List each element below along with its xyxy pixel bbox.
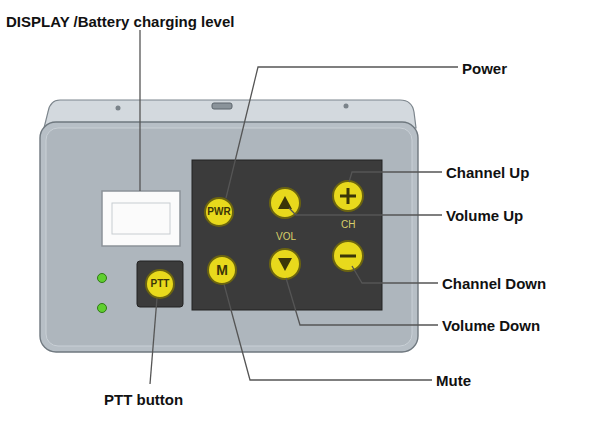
button-text: PTT xyxy=(151,279,170,289)
button: PWR xyxy=(204,197,234,227)
panel-marking: CH xyxy=(341,220,355,230)
panel-marking: VOL xyxy=(276,232,296,242)
button-text: PWR xyxy=(207,207,230,217)
button: PTT xyxy=(145,269,175,299)
callout-label: Channel Up xyxy=(446,165,529,180)
callout-label: DISPLAY /Battery charging level xyxy=(6,14,234,29)
callout-label: Power xyxy=(462,61,507,76)
callout-label: Volume Down xyxy=(442,318,540,333)
callout-label: Channel Down xyxy=(442,276,546,291)
button-text: M xyxy=(216,263,228,277)
callout-label: PTT button xyxy=(104,392,183,407)
callout-label: Volume Up xyxy=(446,208,523,223)
callout-label: Mute xyxy=(436,373,471,388)
button: M xyxy=(207,255,237,285)
